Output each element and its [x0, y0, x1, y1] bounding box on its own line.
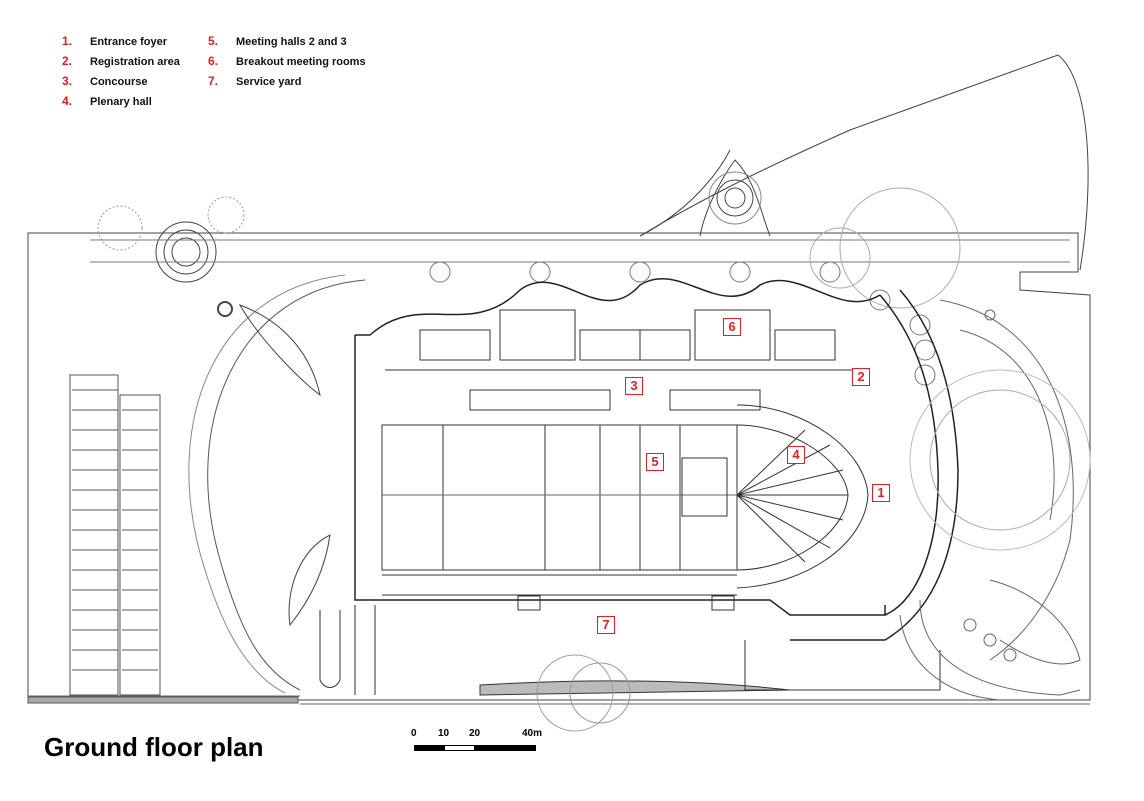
legend-item: 3. Concourse — [62, 74, 147, 88]
legend-item: 5. Meeting halls 2 and 3 — [208, 34, 347, 48]
legend-number: 6. — [208, 54, 219, 68]
building-outline — [354, 278, 959, 641]
legend-number: 5. — [208, 34, 219, 48]
legend-item: 2. Registration area — [62, 54, 180, 68]
marker-1: 1 — [872, 484, 890, 502]
tree-row — [90, 187, 1070, 386]
legend-item: 1. Entrance foyer — [62, 34, 167, 48]
legend-number: 7. — [208, 74, 219, 88]
drawing-title: Ground floor plan — [44, 732, 264, 762]
scale-bar: 0 10 20 40m — [410, 728, 550, 756]
legend-label: Entrance foyer — [90, 36, 168, 48]
plenary-hall — [736, 404, 869, 589]
curved-boundary-wall — [639, 54, 1089, 271]
marker-5: 5 — [646, 453, 664, 471]
legend-item: 7. Service yard — [208, 74, 301, 88]
roundabout — [97, 196, 245, 317]
legend-label: Meeting halls 2 and 3 — [236, 36, 347, 48]
scale-segment — [444, 745, 476, 751]
breakout-rooms — [385, 309, 870, 411]
legend-item: 4. Plenary hall — [62, 94, 152, 108]
scale-tick-label: 0 — [411, 728, 417, 739]
legend-label: Registration area — [90, 56, 180, 68]
marker-4: 4 — [787, 446, 805, 464]
legend-number: 2. — [62, 54, 73, 68]
legend-label: Concourse — [90, 76, 148, 88]
scale-segment — [474, 745, 536, 751]
scale-tick-label: 40m — [522, 728, 543, 739]
right-landscape — [899, 299, 1091, 701]
meeting-halls — [381, 424, 738, 571]
parking-area — [69, 374, 161, 696]
landscape-arc — [188, 274, 366, 694]
scale-segment — [414, 745, 446, 751]
marker-3: 3 — [625, 377, 643, 395]
legend-label: Service yard — [236, 76, 302, 88]
legend-number: 4. — [62, 94, 73, 108]
legend-number: 3. — [62, 74, 73, 88]
legend-number: 1. — [62, 34, 73, 48]
scale-tick-label: 20 — [469, 728, 481, 739]
marker-2: 2 — [852, 368, 870, 386]
marker-6: 6 — [723, 318, 741, 336]
site-boundary — [27, 232, 1091, 705]
marker-7: 7 — [597, 616, 615, 634]
service-areas — [319, 574, 941, 732]
legend-item: 6. Breakout meeting rooms — [208, 54, 366, 68]
scale-tick-label: 10 — [438, 728, 450, 739]
legend-label: Plenary hall — [90, 96, 152, 108]
legend: 1. Entrance foyer 2. Registration area 3. C… — [62, 34, 402, 114]
legend-label: Breakout meeting rooms — [236, 56, 366, 68]
